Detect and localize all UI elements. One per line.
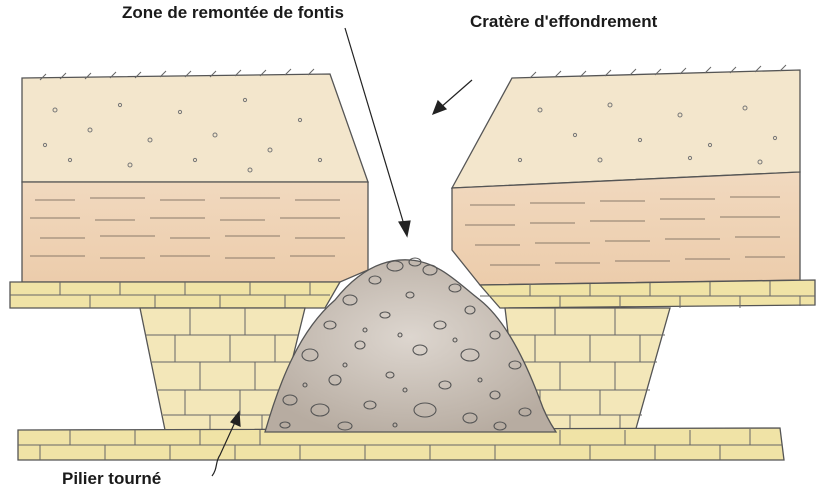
left-clay-layer [22,182,368,282]
left-topsoil-layer [22,74,368,182]
crater-label: Cratère d'effondrement [470,12,657,32]
pillar-label: Pilier tourné [62,469,161,489]
right-topsoil-layer [452,70,800,188]
crater-arrowhead [433,101,446,114]
floor-limestone-bed [18,428,784,460]
crater-arrow [440,80,472,108]
rubble-zone-arrowhead [399,221,410,236]
rubble-zone-label: Zone de remontée de fontis [122,3,344,23]
right-clay-layer [452,172,800,285]
